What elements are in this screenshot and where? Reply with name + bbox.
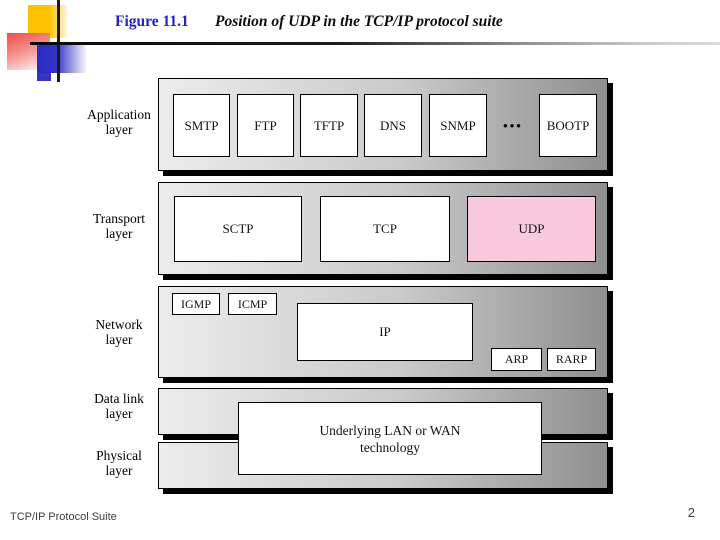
protocol-box-sctp: SCTP	[174, 196, 302, 262]
header-rule-line	[30, 42, 720, 45]
layer-label-network: Network layer	[80, 317, 158, 347]
layer-label-line: layer	[105, 463, 133, 478]
layer-band-network: IGMP ICMP IP ARP RARP	[158, 286, 608, 378]
protocol-box-icmp: ICMP	[228, 293, 277, 315]
layer-label-line: Transport	[92, 211, 145, 226]
figure-title: Position of UDP in the TCP/IP protocol s…	[215, 13, 503, 30]
layer-band-transport: SCTP TCP UDP	[158, 182, 608, 275]
protocol-box-snmp: SNMP	[429, 94, 487, 157]
decoration-yellow-square	[28, 5, 67, 38]
layer-label-line: Data link	[94, 391, 144, 406]
layer-label-line: Network	[95, 317, 143, 332]
protocol-box-tftp: TFTP	[300, 94, 358, 157]
underlying-technology-line: Underlying LAN or WAN	[319, 422, 461, 438]
layer-label-datalink: Data link layer	[80, 391, 158, 421]
protocol-box-smtp: SMTP	[173, 94, 230, 157]
figure-label: Figure 11.1	[115, 13, 189, 30]
layer-label-line: layer	[105, 122, 133, 137]
ellipsis-dots: •••	[503, 117, 523, 133]
protocol-box-rarp: RARP	[547, 348, 596, 371]
underlying-technology-line: technology	[360, 439, 420, 455]
layer-label-line: layer	[105, 406, 133, 421]
layer-label-line: layer	[105, 332, 133, 347]
layer-label-line: layer	[105, 226, 133, 241]
protocol-box-bootp: BOOTP	[539, 94, 597, 157]
underlying-technology-box: Underlying LAN or WAN technology	[238, 402, 542, 475]
layer-label-physical: Physical layer	[80, 448, 158, 478]
decoration-vertical-line	[57, 0, 60, 82]
layer-label-line: Physical	[96, 448, 142, 463]
layer-label-application: Application layer	[80, 107, 158, 137]
protocol-box-arp: ARP	[491, 348, 542, 371]
page-number: 2	[687, 505, 695, 520]
footer-book-title: TCP/IP Protocol Suite	[10, 511, 117, 523]
layer-label-line: Application	[87, 107, 151, 122]
decoration-blue-rect	[37, 45, 86, 73]
decoration-blue-tab	[37, 73, 51, 81]
protocol-box-igmp: IGMP	[172, 293, 220, 315]
protocol-box-ip: IP	[297, 303, 473, 361]
protocol-box-udp-highlighted: UDP	[467, 196, 596, 262]
layer-band-application: SMTP FTP TFTP DNS SNMP ••• BOOTP	[158, 78, 608, 171]
protocol-box-ftp: FTP	[237, 94, 294, 157]
protocol-box-tcp: TCP	[320, 196, 450, 262]
layer-label-transport: Transport layer	[80, 211, 158, 241]
protocol-box-dns: DNS	[364, 94, 422, 157]
